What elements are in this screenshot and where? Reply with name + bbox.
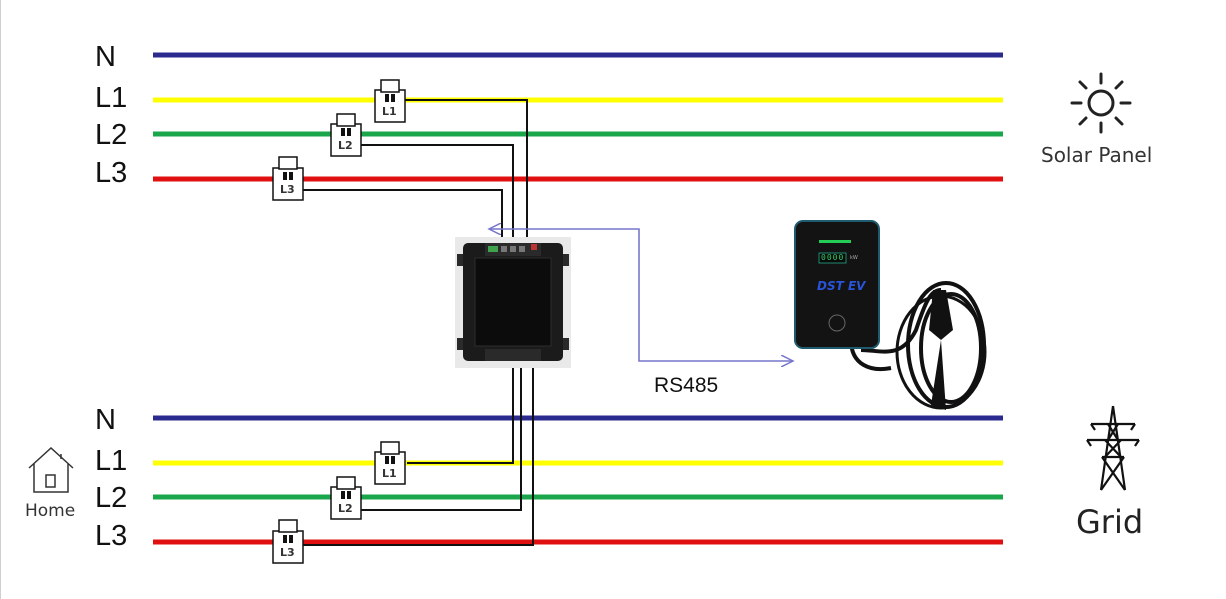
ct-label-top-l3: L3 [280,183,295,196]
charger-brand-logo: DST EV [817,279,866,293]
bottom-bus-label-l1: L1 [95,445,128,477]
bottom-bus-label-n: N [95,404,116,436]
rs485-label: RS485 [654,374,719,397]
ct-label-bottom-l1: L1 [382,467,397,480]
bottom-ct-wires [301,365,534,546]
transmission-tower-icon [1086,405,1140,491]
top-bus-label-l3: L3 [95,157,128,189]
energy-meter-icon [455,237,571,368]
bottom-bus-label-l3: L3 [95,520,128,552]
ct-sensor-bottom-l3 [272,519,304,564]
top-bus-label-l1: L1 [95,82,128,114]
charger-display-unit: kW [850,255,858,261]
ct-label-top-l1: L1 [382,105,397,118]
ct-sensor-bottom-l2 [330,476,362,520]
bottom-bus-label-l2: L2 [95,482,128,514]
ct-label-bottom-l2: L2 [338,502,353,515]
home-label: Home [25,501,76,521]
ct-label-top-l2: L2 [338,139,353,152]
sun-icon [1070,72,1132,134]
rs485-link-line [489,229,793,361]
ct-sensor-top-l1 [374,79,406,123]
grid-label: Grid [1076,503,1144,541]
ev-charger-icon [794,220,987,410]
ct-sensor-bottom-l1 [374,441,406,485]
top-bus-label-n: N [95,41,116,73]
house-icon [28,446,74,493]
solar-panel-label: Solar Panel [1041,143,1153,167]
top-bus-label-l2: L2 [95,119,128,151]
ct-label-bottom-l3: L3 [280,546,295,559]
charger-display-readout: 0000 [821,253,845,262]
ct-sensor-top-l2 [330,113,362,157]
ct-sensor-top-l3 [272,156,304,201]
